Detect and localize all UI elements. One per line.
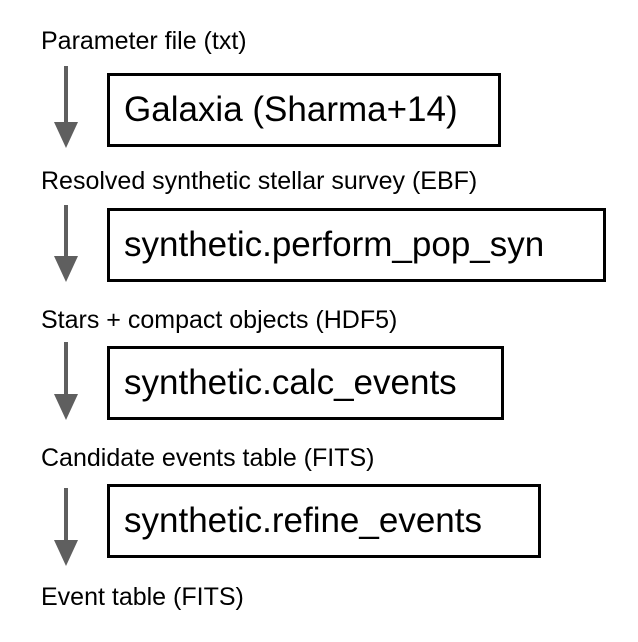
- output-label-candidate-events: Candidate events table (FITS): [41, 444, 375, 472]
- process-box-calc-events: synthetic.calc_events: [107, 346, 504, 420]
- process-box-refine-events: synthetic.refine_events: [107, 484, 541, 558]
- process-label-refine-events: synthetic.refine_events: [124, 501, 482, 540]
- output-label-stars-compact-objects: Stars + compact objects (HDF5): [41, 306, 398, 334]
- arrow-down-icon: [52, 66, 80, 148]
- arrow-down-icon: [52, 342, 80, 420]
- arrow-down-icon: [52, 205, 80, 282]
- process-box-perform-pop-syn: synthetic.perform_pop_syn: [107, 208, 606, 282]
- input-label-parameter-file: Parameter file (txt): [41, 27, 247, 55]
- output-label-event-table: Event table (FITS): [41, 583, 244, 611]
- output-label-synthetic-survey: Resolved synthetic stellar survey (EBF): [41, 167, 478, 195]
- process-label-perform-pop-syn: synthetic.perform_pop_syn: [124, 225, 545, 264]
- process-box-galaxia: Galaxia (Sharma+14): [107, 73, 501, 147]
- arrow-down-icon: [52, 488, 80, 566]
- process-label-galaxia: Galaxia (Sharma+14): [124, 90, 458, 129]
- process-label-calc-events: synthetic.calc_events: [124, 363, 457, 402]
